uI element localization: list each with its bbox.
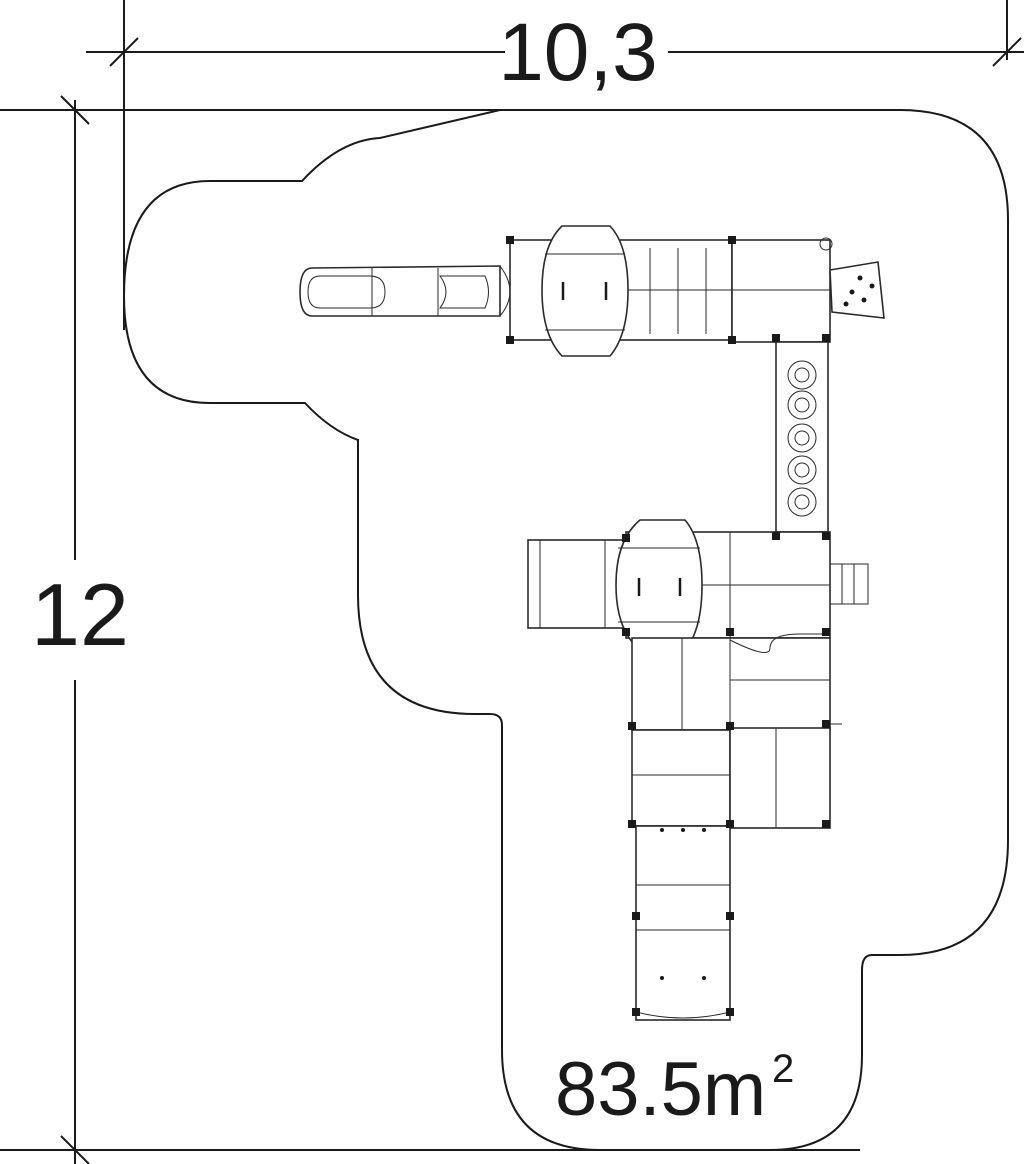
middle-platform [527, 519, 869, 651]
slide [299, 265, 511, 317]
play-structure [299, 225, 885, 1021]
ramp [635, 825, 731, 1021]
posts [506, 236, 830, 1016]
width-dimension: 10,3 [86, 0, 1024, 330]
height-label: 12 [31, 565, 129, 664]
corner-platform [731, 237, 885, 343]
lower-platform [631, 633, 842, 829]
area-value: 83.5m [555, 1047, 766, 1132]
upper-platform [509, 225, 733, 357]
area-label: 83.5m 2 [555, 1047, 794, 1132]
safety-area-outline [122, 109, 1009, 1151]
width-label: 10,3 [498, 7, 658, 98]
tire-bridge [775, 341, 829, 533]
area-unit-superscript: 2 [772, 1047, 794, 1091]
